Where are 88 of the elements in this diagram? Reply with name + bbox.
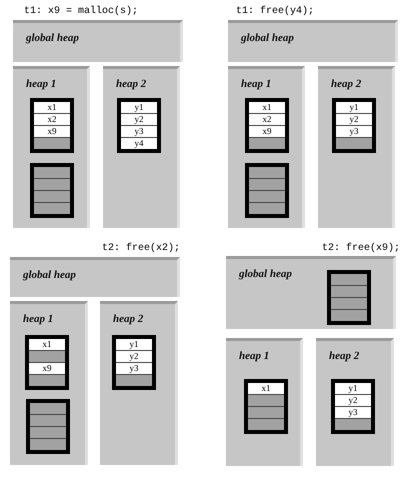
empty-slot — [116, 375, 152, 386]
memory-block — [25, 335, 69, 390]
empty-slot — [249, 167, 285, 179]
memory-slot: y2 — [116, 351, 152, 363]
empty-slot — [249, 138, 285, 149]
memory-slot: x1 — [29, 339, 65, 351]
panel-title: heap 1 — [26, 78, 56, 91]
memory-block — [245, 98, 289, 153]
empty-slot — [335, 419, 371, 430]
empty-slot — [34, 179, 70, 191]
memory-slot: y2 — [336, 114, 372, 126]
code-caption: t1: x9 = malloc(s); — [24, 6, 138, 18]
memory-slot: y1 — [116, 339, 152, 351]
memory-block — [244, 379, 288, 434]
global-heap-panel — [228, 20, 398, 62]
memory-block — [117, 98, 161, 153]
panel-title: global heap — [239, 268, 292, 281]
memory-slot: x9 — [249, 126, 285, 138]
heap-panel — [103, 66, 180, 228]
empty-slot — [29, 351, 65, 363]
panel-title: heap 1 — [239, 350, 270, 363]
code-caption: t2: free(x2); — [102, 243, 180, 255]
empty-slot — [30, 439, 66, 450]
empty-slot — [30, 427, 66, 439]
memory-slot: x2 — [34, 114, 70, 126]
empty-slot — [249, 203, 285, 214]
panel-title: heap 2 — [331, 78, 362, 91]
memory-block — [331, 379, 375, 434]
heap-panel — [10, 301, 88, 465]
memory-slot: y3 — [116, 363, 152, 375]
empty-slot — [30, 403, 66, 415]
empty-slot — [249, 191, 285, 203]
memory-block — [112, 335, 156, 390]
heap-panel — [100, 301, 178, 465]
panel-title: global heap — [23, 269, 76, 282]
empty-slot — [248, 395, 284, 407]
memory-slot: y3 — [121, 126, 157, 138]
memory-block — [245, 163, 289, 218]
memory-block — [327, 270, 371, 325]
empty-slot — [34, 203, 70, 214]
heap-panel — [13, 66, 90, 228]
memory-slot: x1 — [248, 383, 284, 395]
memory-slot: x9 — [34, 126, 70, 138]
memory-slot: x2 — [249, 114, 285, 126]
empty-slot — [249, 179, 285, 191]
memory-slot: y1 — [121, 102, 157, 114]
heap-panel — [228, 66, 305, 228]
empty-slot — [331, 298, 367, 310]
empty-slot — [331, 286, 367, 298]
memory-slot: y2 — [121, 114, 157, 126]
memory-slot: x1 — [249, 102, 285, 114]
empty-slot — [336, 138, 372, 149]
empty-slot — [34, 138, 70, 149]
heap-panel — [226, 338, 303, 466]
memory-block — [332, 98, 376, 153]
panel-title: heap 1 — [241, 78, 272, 91]
panel-title: heap 1 — [23, 313, 54, 326]
empty-slot — [248, 407, 284, 419]
memory-slot: x9 — [29, 363, 65, 375]
memory-block — [30, 163, 74, 218]
global-heap-panel — [226, 256, 396, 329]
heap-panel — [316, 338, 394, 466]
empty-slot — [34, 191, 70, 203]
memory-slot: y2 — [335, 395, 371, 407]
code-caption: t1: free(y4); — [236, 6, 314, 18]
empty-slot — [248, 419, 284, 430]
empty-slot — [30, 415, 66, 427]
empty-slot — [34, 167, 70, 179]
empty-slot — [331, 310, 367, 321]
panel-title: heap 2 — [116, 78, 146, 91]
panel-title: global heap — [26, 32, 79, 45]
empty-slot — [331, 274, 367, 286]
panel-title: global heap — [241, 32, 294, 45]
memory-slot: x1 — [34, 102, 70, 114]
panel-title: heap 2 — [329, 350, 360, 363]
heap-panel — [318, 66, 395, 228]
empty-slot — [29, 375, 65, 386]
memory-slot: y1 — [335, 383, 371, 395]
panel-title: heap 2 — [113, 313, 144, 326]
memory-slot: y4 — [121, 138, 157, 149]
memory-block — [26, 399, 70, 454]
memory-slot: y3 — [336, 126, 372, 138]
memory-slot: y3 — [335, 407, 371, 419]
global-heap-panel — [10, 257, 180, 297]
memory-block — [30, 98, 74, 153]
code-caption: t2: free(x9); — [322, 243, 400, 255]
global-heap-panel — [13, 20, 183, 62]
memory-slot: y1 — [336, 102, 372, 114]
